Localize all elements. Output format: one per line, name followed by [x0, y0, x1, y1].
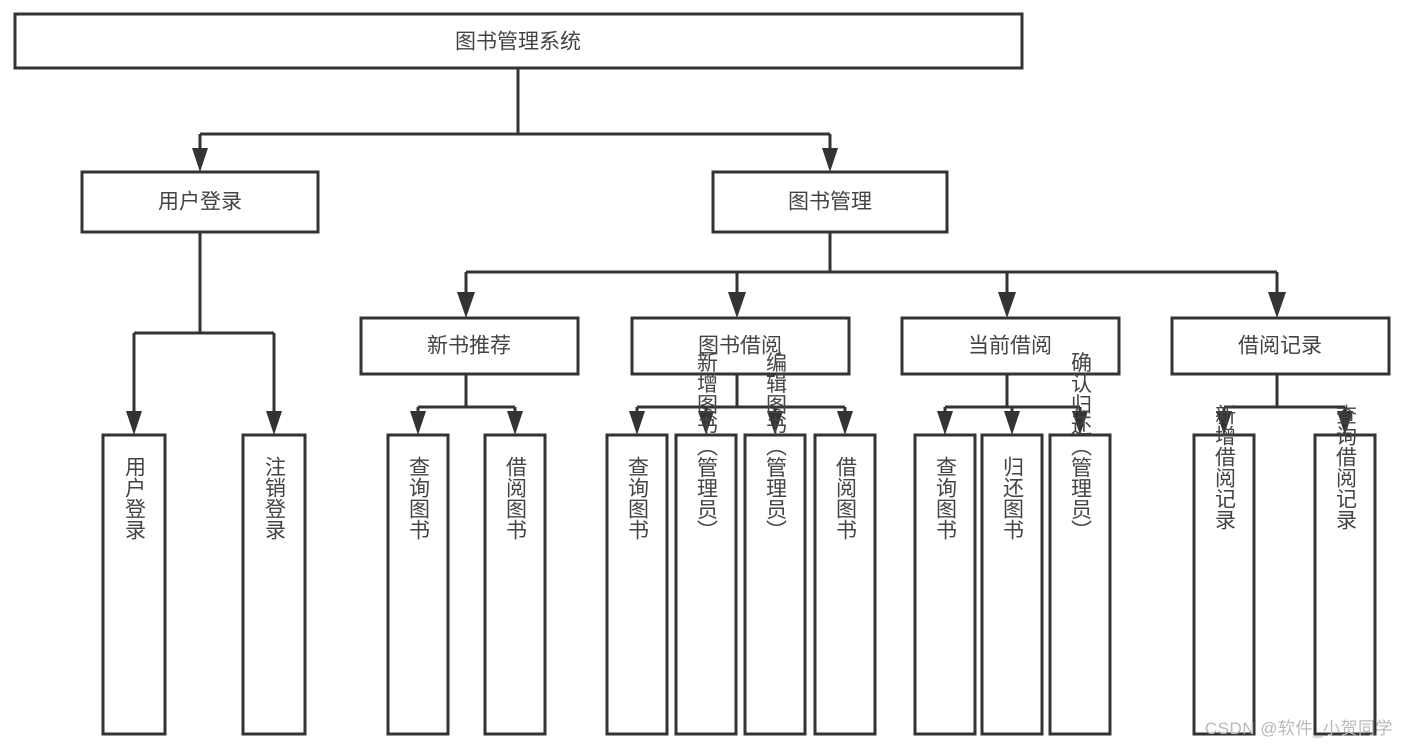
- node-leaf-user-logout[interactable]: 注销登录: [241, 433, 307, 736]
- node-leaf-query-book-3-label: 查询图书: [934, 456, 958, 540]
- node-leaf-edit-book-box[interactable]: [743, 433, 807, 736]
- arrowhead-current-borrow: [998, 292, 1016, 318]
- node-leaf-query-book-3-box[interactable]: [913, 433, 977, 736]
- arrowhead-leaf-query-book-1: [410, 411, 426, 435]
- node-leaf-user-login-label: 用户登录: [123, 456, 147, 540]
- arrowhead-book-borrow: [728, 292, 746, 318]
- node-leaf-query-book-1-box[interactable]: [386, 433, 450, 736]
- node-borrow-record[interactable]: 借阅记录: [1170, 316, 1391, 376]
- node-leaf-confirm-return-box[interactable]: [1048, 433, 1112, 736]
- arrowhead-borrow-record: [1268, 292, 1286, 318]
- node-root-box[interactable]: [13, 12, 1024, 70]
- node-borrow-record-box[interactable]: [1170, 316, 1391, 376]
- node-leaf-return-book-box[interactable]: [980, 433, 1044, 736]
- arrowhead-user-login: [192, 148, 208, 172]
- node-leaf-add-book-box[interactable]: [674, 433, 738, 736]
- arrowhead-leaf-add-book: [698, 411, 714, 435]
- node-book-management-box[interactable]: [711, 170, 949, 234]
- node-root-label: 图书管理系统: [455, 31, 581, 54]
- node-current-borrow[interactable]: 当前借阅: [900, 316, 1121, 376]
- node-leaf-query-book-2[interactable]: 查询图书: [605, 433, 669, 736]
- node-book-borrow-label: 图书借阅: [698, 335, 782, 358]
- node-leaf-query-book-2-label: 查询图书: [626, 456, 650, 540]
- node-new-book-recommend-box[interactable]: [359, 316, 580, 376]
- node-leaf-user-login-box[interactable]: [101, 433, 167, 736]
- node-book-borrow-box[interactable]: [630, 316, 851, 376]
- node-borrow-record-label: 借阅记录: [1238, 335, 1322, 358]
- node-leaf-borrow-book-1[interactable]: 借阅图书: [483, 433, 547, 736]
- arrowhead-leaf-borrow-book-1: [507, 411, 523, 435]
- node-leaf-add-book[interactable]: 新增图书（管理员）: [674, 352, 738, 736]
- arrowhead-new-book-recommend: [457, 292, 475, 318]
- node-leaf-return-book[interactable]: 归还图书: [980, 433, 1044, 736]
- arrowhead-book-management: [822, 148, 838, 172]
- node-leaf-borrow-book-1-box[interactable]: [483, 433, 547, 736]
- node-leaf-add-record-label: 新增借阅记录: [1213, 404, 1237, 530]
- node-leaf-add-book-label: 新增图书（管理员）: [695, 352, 719, 541]
- node-leaf-query-book-3[interactable]: 查询图书: [913, 433, 977, 736]
- node-leaf-confirm-return-label: 确认归还（管理员）: [1069, 352, 1093, 541]
- node-leaf-user-logout-label: 注销登录: [263, 456, 287, 540]
- arrowhead-leaf-query-book-3: [937, 411, 953, 435]
- node-leaf-edit-book-label: 编辑图书（管理员）: [764, 352, 788, 541]
- node-new-book-recommend-label: 新书推荐: [427, 335, 511, 358]
- node-leaf-confirm-return[interactable]: 确认归还（管理员）: [1048, 352, 1112, 736]
- node-book-management[interactable]: 图书管理: [711, 170, 949, 234]
- arrowhead-leaf-return-book: [1004, 411, 1020, 435]
- node-leaf-return-book-label: 归还图书: [1001, 456, 1025, 540]
- arrowhead-leaf-query-book-2: [629, 411, 645, 435]
- arrowhead-leaf-edit-book: [767, 411, 783, 435]
- node-user-login[interactable]: 用户登录: [80, 170, 320, 234]
- arrowhead-leaf-query-record: [1337, 411, 1353, 435]
- node-current-borrow-box[interactable]: [900, 316, 1121, 376]
- node-leaf-borrow-book-2[interactable]: 借阅图书: [813, 433, 877, 736]
- node-leaf-query-book-2-box[interactable]: [605, 433, 669, 736]
- arrowhead-leaf-borrow-book-2: [837, 411, 853, 435]
- node-leaf-borrow-book-2-label: 借阅图书: [834, 456, 858, 540]
- node-leaf-add-record[interactable]: 新增借阅记录: [1192, 404, 1256, 736]
- connectors: [126, 68, 1353, 435]
- node-user-login-label: 用户登录: [158, 191, 242, 214]
- arrowhead-leaf-confirm-return: [1072, 411, 1088, 435]
- node-current-borrow-label: 当前借阅: [968, 335, 1052, 358]
- node-leaf-query-book-1-label: 查询图书: [407, 456, 431, 540]
- node-new-book-recommend[interactable]: 新书推荐: [359, 316, 580, 376]
- arrowhead-leaf-user-login: [126, 411, 142, 435]
- node-leaf-user-login[interactable]: 用户登录: [101, 433, 167, 736]
- node-leaf-edit-book[interactable]: 编辑图书（管理员）: [743, 352, 807, 736]
- node-leaf-query-record-label: 查询借阅记录: [1334, 404, 1358, 530]
- node-leaf-add-record-box[interactable]: [1192, 433, 1256, 736]
- node-book-borrow[interactable]: 图书借阅: [630, 316, 851, 376]
- node-leaf-query-book-1[interactable]: 查询图书: [386, 433, 450, 736]
- node-leaf-user-logout-box[interactable]: [241, 433, 307, 736]
- node-book-management-label: 图书管理: [788, 191, 872, 214]
- node-user-login-box[interactable]: [80, 170, 320, 234]
- node-leaf-borrow-book-1-label: 借阅图书: [504, 456, 528, 540]
- node-leaf-query-record[interactable]: 查询借阅记录: [1313, 404, 1377, 736]
- node-leaf-query-record-box[interactable]: [1313, 433, 1377, 736]
- arrowhead-leaf-add-record: [1216, 411, 1232, 435]
- node-leaf-borrow-book-2-box[interactable]: [813, 433, 877, 736]
- node-root[interactable]: 图书管理系统: [13, 12, 1024, 70]
- arrowhead-leaf-user-logout: [266, 411, 282, 435]
